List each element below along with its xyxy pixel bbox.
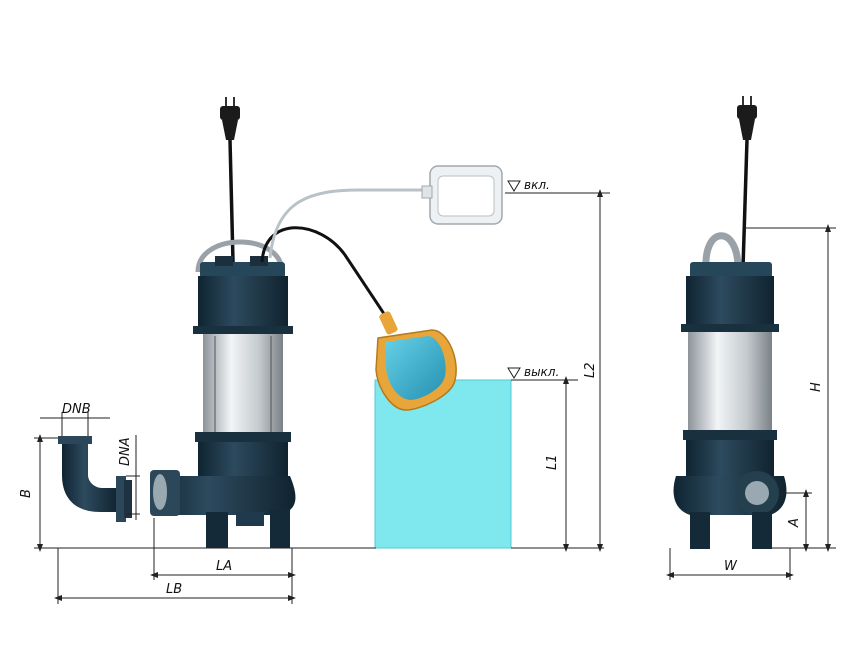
- plug-icon: [220, 97, 240, 140]
- w-label: W: [724, 559, 738, 574]
- elbow-fitting: [58, 436, 132, 522]
- dna-label: DNA: [118, 437, 133, 466]
- level-on-label: вкл.: [524, 178, 550, 192]
- l1-label: L1: [545, 454, 560, 470]
- b-label: B: [19, 489, 34, 498]
- float-switch-off: [375, 311, 457, 411]
- dimension-lines: [34, 189, 836, 604]
- float-cable-on: [268, 188, 430, 259]
- level-off-label: выкл.: [524, 365, 559, 379]
- level-on-marker-icon: [507, 180, 521, 192]
- l2-label: L2: [583, 362, 598, 378]
- pump-front-view: [673, 96, 787, 549]
- h-label: H: [809, 382, 824, 392]
- a-label: A: [787, 518, 802, 528]
- pump-side-view: [150, 97, 296, 548]
- lb-label: LB: [166, 582, 182, 597]
- dnb-label: DNB: [62, 402, 91, 417]
- la-label: LA: [216, 559, 232, 574]
- plug-icon-front: [737, 96, 757, 140]
- level-off-marker-icon: [507, 367, 521, 379]
- float-switch-on: [421, 165, 503, 225]
